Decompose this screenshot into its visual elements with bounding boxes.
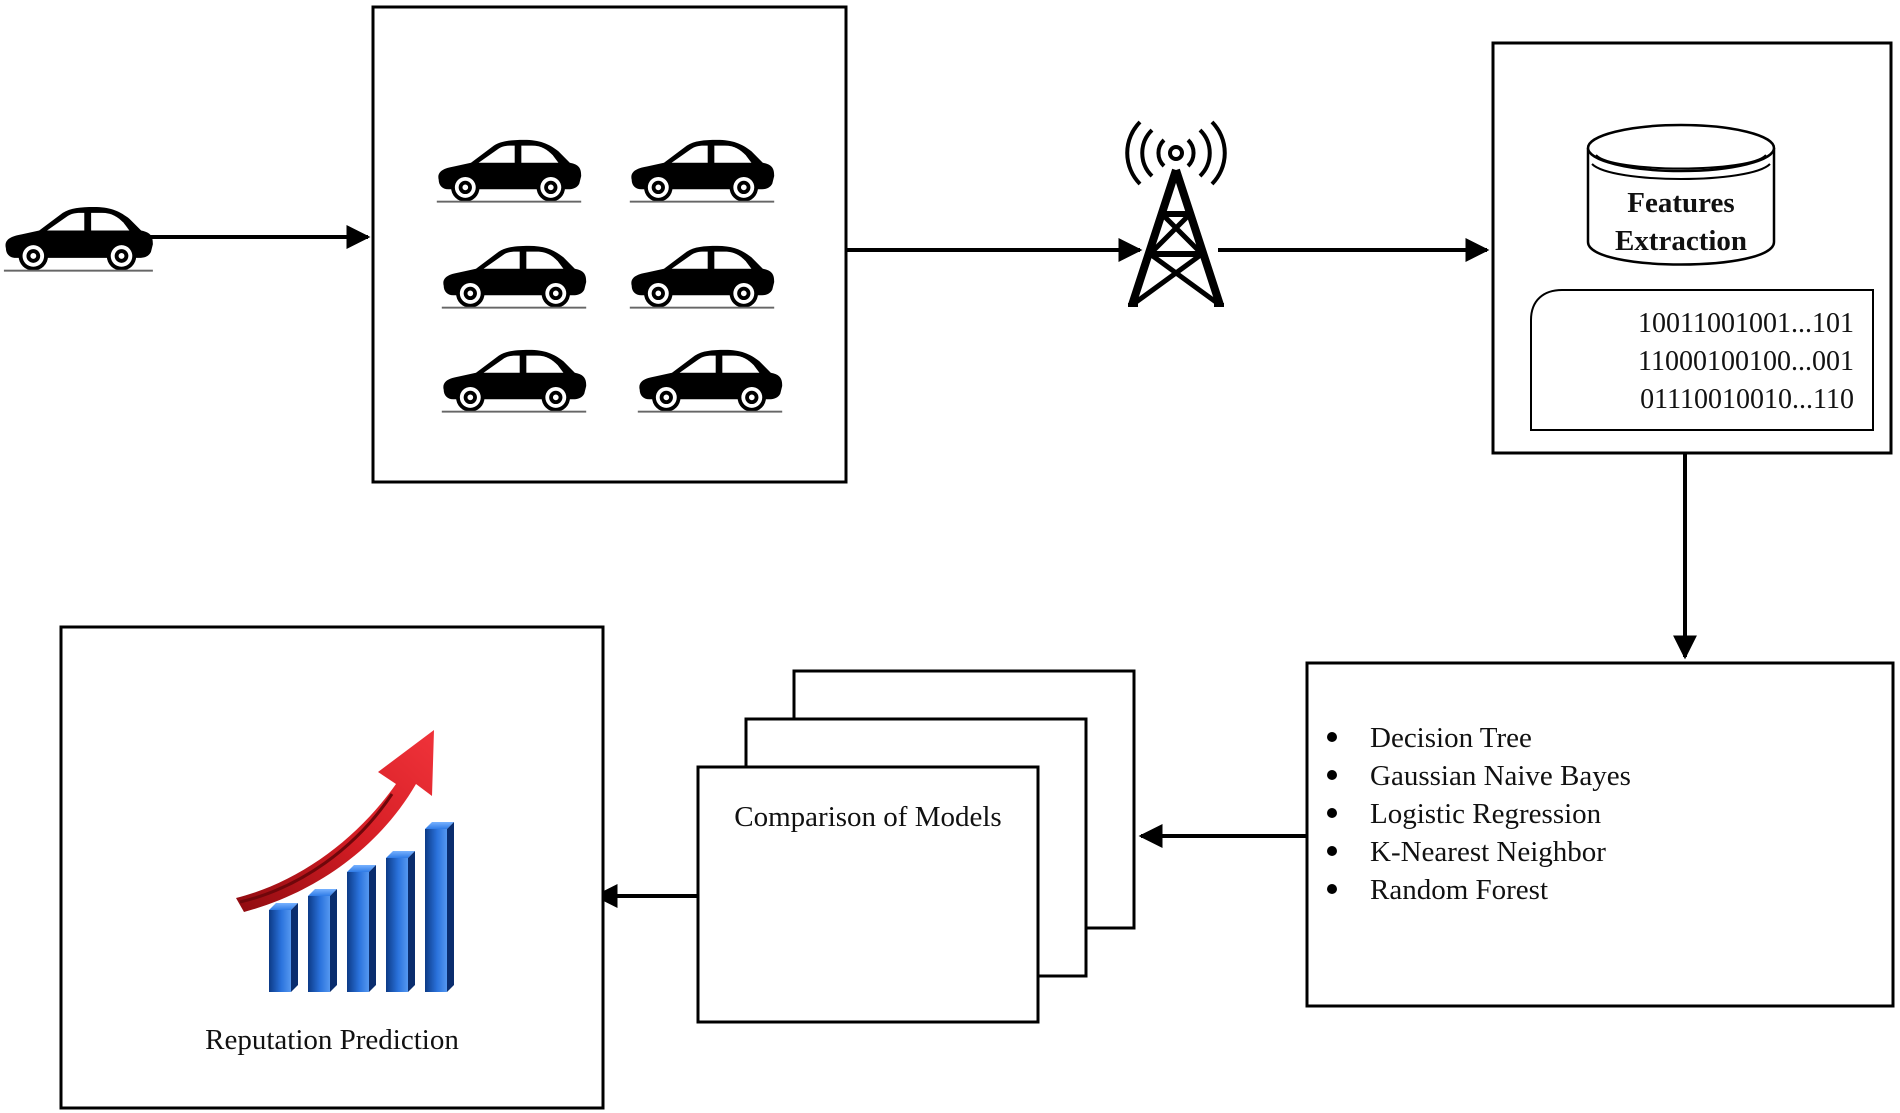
growth-chart-icon: [236, 730, 454, 992]
model-list: Decision Tree Gaussian Naive Bayes Logis…: [1327, 722, 1631, 906]
model-item-random-forest: Random Forest: [1370, 874, 1548, 906]
model-item-logistic-regression: Logistic Regression: [1370, 798, 1602, 830]
growth-arrow: [236, 730, 434, 912]
features-label-line2: Extraction: [1615, 225, 1747, 257]
ml-models-box: [1305, 661, 1895, 1008]
binary-row-2: 11000100100...001: [1638, 346, 1854, 377]
model-bullet: [1327, 732, 1337, 742]
model-item-decision-tree: Decision Tree: [1370, 722, 1532, 754]
model-bullet: [1327, 770, 1337, 780]
database-cylinder-icon: [1586, 123, 1776, 266]
model-bullet: [1327, 884, 1337, 894]
features-label-line1: Features: [1627, 187, 1734, 219]
growth-bars: [269, 822, 454, 992]
vehicle-fleet-box: [371, 5, 848, 484]
model-bullet: [1327, 846, 1337, 856]
car-icon: [3, 206, 153, 272]
model-bullet: [1327, 808, 1337, 818]
binary-row-1: 10011001001...101: [1638, 308, 1854, 339]
antenna-tower-icon: [1125, 120, 1227, 308]
model-item-k-nearest-neighbor: K-Nearest Neighbor: [1370, 836, 1606, 868]
comparison-page-front: [696, 765, 1040, 1024]
model-item-gaussian-naive-bayes: Gaussian Naive Bayes: [1370, 760, 1631, 792]
binary-row-3: 01110010010...110: [1640, 384, 1854, 415]
binary-data-panel: [1530, 289, 1874, 431]
comparison-label: Comparison of Models: [734, 801, 1001, 833]
incoming-vehicle: [3, 206, 153, 272]
prediction-label: Reputation Prediction: [205, 1024, 459, 1056]
